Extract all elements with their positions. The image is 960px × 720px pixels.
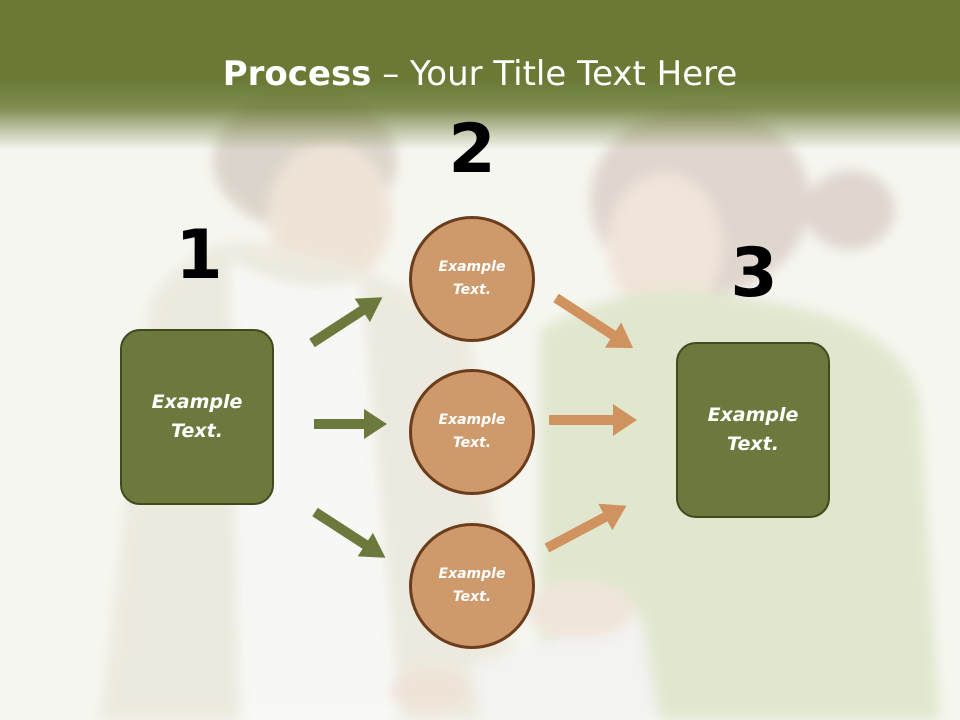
step-number-1: 1 xyxy=(175,216,223,295)
arrow-from-circle-1 xyxy=(553,293,634,349)
arrow-to-circle-2 xyxy=(314,409,387,439)
step-number-2: 2 xyxy=(448,110,496,189)
arrow-from-circle-3 xyxy=(544,503,627,553)
slide-title: Process – Your Title Text Here xyxy=(0,52,960,96)
arrow-from-circle-2 xyxy=(549,404,637,436)
arrow-to-circle-1 xyxy=(309,297,383,348)
output-box: Example Text. xyxy=(676,342,830,518)
title-bold: Process xyxy=(222,54,372,94)
input-box: Example Text. xyxy=(120,329,274,505)
process-circle-2: Example Text. xyxy=(409,369,535,495)
process-circle-1: Example Text. xyxy=(409,216,535,342)
process-circle-3: Example Text. xyxy=(409,523,535,649)
step-number-3: 3 xyxy=(730,234,778,313)
header-band xyxy=(0,0,960,150)
arrow-to-circle-3 xyxy=(312,507,386,558)
title-rest: – Your Title Text Here xyxy=(371,54,738,94)
